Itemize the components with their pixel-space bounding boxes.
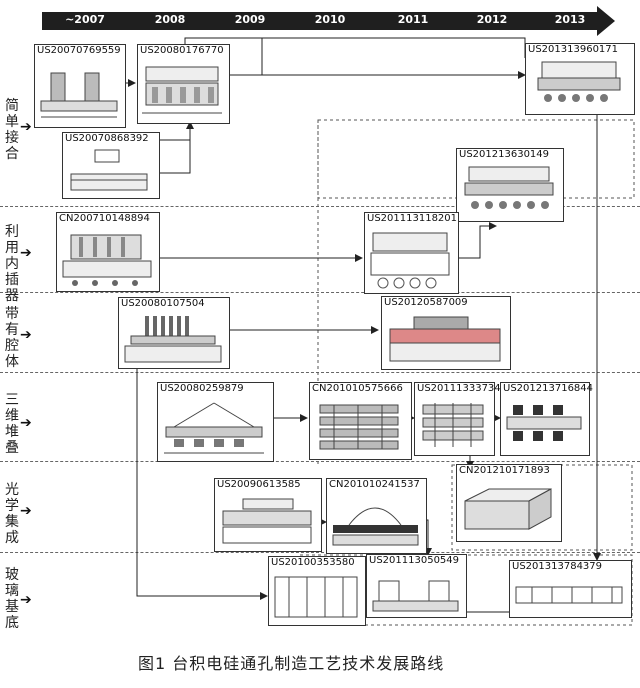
patent-card: CN200710148894 xyxy=(56,212,160,292)
patent-drawing-icon xyxy=(319,404,399,450)
patent-card: US20090613585 xyxy=(214,478,322,552)
patent-drawing-icon xyxy=(422,403,484,447)
patent-drawing-icon xyxy=(515,586,623,604)
patent-card: US20080107504 xyxy=(118,297,230,369)
patent-number: US201113050549 xyxy=(369,555,460,566)
row-label-optical: 光学集成 xyxy=(5,482,19,546)
patent-drawing-icon xyxy=(506,405,582,441)
patent-drawing-icon xyxy=(370,232,450,289)
patent-drawing-icon xyxy=(124,316,222,363)
patent-card: US201213630149 xyxy=(456,148,564,222)
patent-card: US20120587009 xyxy=(381,296,511,370)
figure-caption: 图1 台积电硅通孔制造工艺技术发展路线 xyxy=(138,654,445,673)
year-label: 2009 xyxy=(234,13,266,26)
patent-number: US20100353580 xyxy=(271,557,355,568)
patent-drawing-icon xyxy=(222,498,312,544)
patent-card: US201113118201 xyxy=(364,212,459,294)
patent-card: US20070868392 xyxy=(62,132,160,199)
patent-card: US20080259879 xyxy=(157,382,274,462)
patent-card: US20070769559 xyxy=(34,44,126,128)
patent-card: CN201010575666 xyxy=(309,382,412,460)
row-label-glass: 玻璃基底 xyxy=(5,567,19,631)
patent-card: CN201210171893 xyxy=(456,464,562,542)
row-arrow-icon: ➔ xyxy=(20,245,32,261)
patent-card: CN201010241537 xyxy=(326,478,427,554)
patent-drawing-icon xyxy=(372,580,459,612)
patent-drawing-icon xyxy=(332,507,419,546)
patent-number: US201113337346 xyxy=(417,383,508,394)
year-label: 2010 xyxy=(314,13,346,26)
row-arrow-icon: ➔ xyxy=(20,503,32,519)
patent-number: US20070769559 xyxy=(37,45,121,56)
year-label: 2012 xyxy=(476,13,508,26)
timeline-arrowhead xyxy=(597,6,615,36)
patent-number: US20080259879 xyxy=(160,383,244,394)
patent-drawing-icon xyxy=(274,576,358,618)
row-separator xyxy=(0,372,640,373)
row-separator xyxy=(0,292,640,293)
patent-card: US201313784379 xyxy=(509,560,632,618)
patent-card: US201213716844 xyxy=(500,382,594,456)
row-separator xyxy=(0,552,640,553)
patent-card: US20100353580 xyxy=(268,556,366,626)
row-label-cavity: 带有腔体 xyxy=(5,306,19,370)
patent-drawing-icon xyxy=(40,72,118,118)
patent-card: US201313960171 xyxy=(525,43,635,115)
year-label: 2008 xyxy=(154,13,186,26)
year-label: ~2007 xyxy=(65,13,105,26)
patent-drawing-icon xyxy=(70,149,148,191)
patent-number: US20080176770 xyxy=(140,45,224,56)
patent-number: CN201210171893 xyxy=(459,465,550,476)
year-label: 2013 xyxy=(554,13,586,26)
patent-number: US20070868392 xyxy=(65,133,149,144)
patent-number: US201213630149 xyxy=(459,149,550,160)
patent-number: US20090613585 xyxy=(217,479,301,490)
patent-drawing-icon xyxy=(537,61,621,102)
row-separator xyxy=(0,206,640,207)
patent-number: US201313960171 xyxy=(528,44,619,55)
patent-drawing-icon xyxy=(164,402,264,454)
row-arrow-icon: ➔ xyxy=(20,119,32,135)
row-label-simple-bonding: 简单接合 xyxy=(5,98,19,162)
patent-number: US201313784379 xyxy=(512,561,603,572)
patent-number: US20080107504 xyxy=(121,298,205,309)
year-timeline-bar xyxy=(42,12,597,30)
year-label: 2011 xyxy=(397,13,429,26)
patent-card: US201113337346 xyxy=(414,382,507,456)
patent-drawing-icon xyxy=(62,234,152,286)
row-label-3d-stacking: 三维堆叠 xyxy=(5,392,19,456)
patent-card: US201113050549 xyxy=(366,554,467,618)
patent-drawing-icon xyxy=(142,66,222,114)
patent-number: US201213716844 xyxy=(503,383,594,394)
patent-number: CN200710148894 xyxy=(59,213,150,224)
patent-number: CN201010241537 xyxy=(329,479,420,490)
patent-number: US201113118201 xyxy=(367,213,458,224)
row-label-interposer: 利用内插器 xyxy=(5,224,19,304)
row-arrow-icon: ➔ xyxy=(20,592,32,608)
patent-drawing-icon xyxy=(464,488,552,530)
patent-number: US20120587009 xyxy=(384,297,468,308)
patent-drawing-icon xyxy=(464,166,554,209)
row-separator xyxy=(0,461,640,462)
patent-number: CN201010575666 xyxy=(312,383,403,394)
row-arrow-icon: ➔ xyxy=(20,415,32,431)
patent-card: US20080176770 xyxy=(137,44,230,124)
row-arrow-icon: ➔ xyxy=(20,327,32,343)
patent-drawing-icon xyxy=(389,316,501,362)
